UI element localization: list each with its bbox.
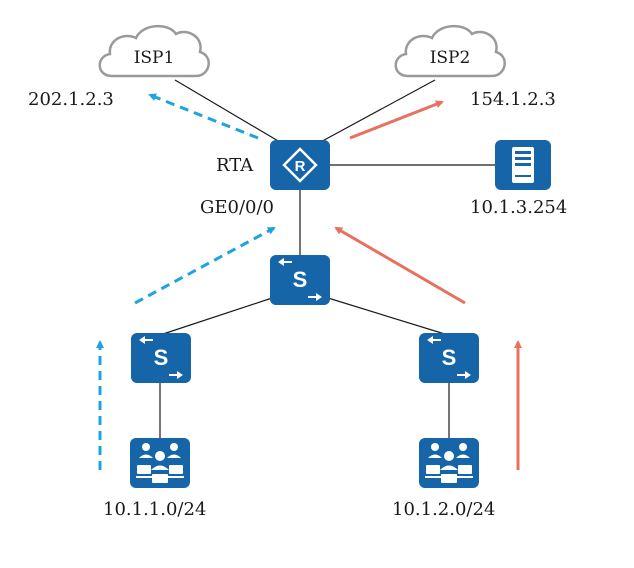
- svg-text:S: S: [293, 267, 308, 292]
- svg-text:R: R: [295, 158, 306, 175]
- link-core-left-switch: [159, 297, 273, 336]
- server-icon: [512, 147, 534, 183]
- switch-right[interactable]: S: [419, 333, 479, 383]
- switch-core[interactable]: S: [270, 255, 330, 305]
- switch-icon: S: [139, 336, 183, 379]
- router-rta[interactable]: R: [270, 140, 330, 190]
- switch-icon: S: [278, 258, 322, 301]
- flow-blue: [96, 93, 276, 470]
- flow-arrow-to-router: [134, 226, 276, 305]
- lan1-subnet-label: 10.1.1.0/24: [103, 499, 206, 520]
- flow-arrow-to-router: [334, 226, 466, 305]
- links: [159, 79, 495, 438]
- isp2-ip-label: 154.1.2.3: [470, 89, 556, 110]
- lan2-subnet-label: 10.1.2.0/24: [392, 499, 495, 520]
- cloud-isp2: ISP2: [394, 25, 506, 78]
- cloud-icon: [394, 25, 506, 78]
- router-name-label: RTA: [216, 155, 254, 176]
- svg-text:S: S: [154, 345, 169, 370]
- cloud-label: ISP1: [134, 48, 175, 68]
- user-group-lan2[interactable]: [419, 438, 479, 488]
- link-router-isp2: [314, 79, 436, 146]
- cloud-icon: [98, 25, 210, 78]
- server-node[interactable]: [495, 140, 551, 190]
- user-group-icon: [425, 443, 473, 483]
- user-group-lan1[interactable]: [130, 438, 190, 488]
- switch-icon: S: [427, 336, 471, 379]
- svg-text:S: S: [442, 345, 457, 370]
- switch-left[interactable]: S: [131, 333, 191, 383]
- flow-arrow-to-isp1: [148, 93, 259, 140]
- link-router-isp1: [174, 79, 286, 146]
- flow-red: [334, 100, 522, 470]
- isp1-ip-label: 202.1.2.3: [28, 89, 114, 110]
- cloud-isp1: ISP1: [98, 25, 210, 78]
- router-icon: R: [282, 147, 318, 183]
- router-interface-label: GE0/0/0: [200, 197, 274, 218]
- server-ip-label: 10.1.3.254: [470, 197, 567, 218]
- user-group-icon: [136, 443, 184, 483]
- cloud-label: ISP2: [430, 48, 471, 68]
- flow-arrow-to-isp2: [349, 100, 444, 140]
- link-core-right-switch: [327, 297, 449, 336]
